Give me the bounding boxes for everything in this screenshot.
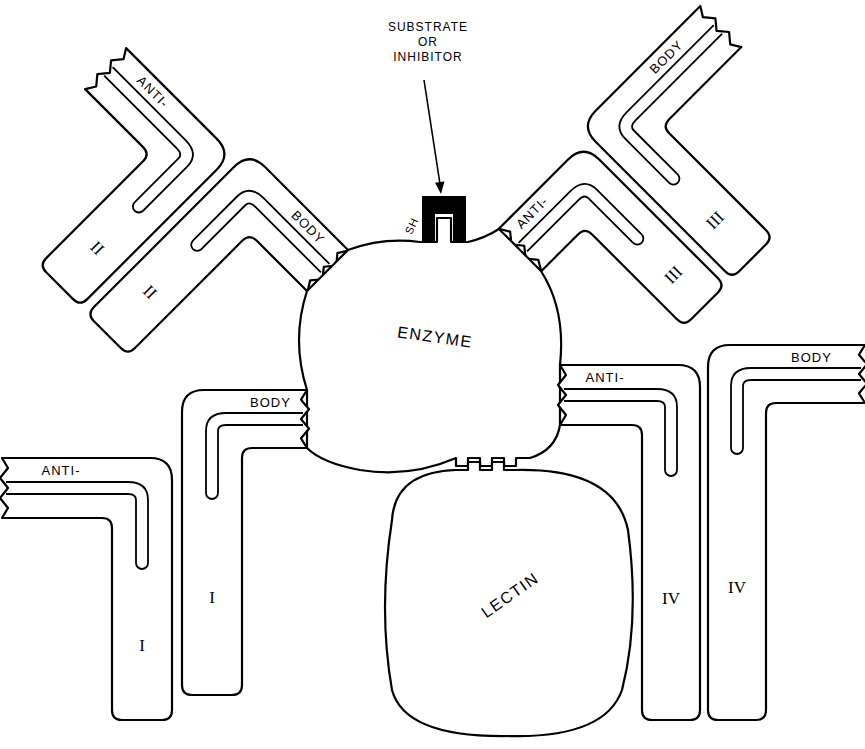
- chain-outline: [708, 345, 865, 720]
- chain-name: BODY: [250, 395, 291, 410]
- group-label: SH: [402, 215, 423, 237]
- chain-groove: [731, 368, 861, 454]
- chain-name: ANTI-: [586, 370, 625, 385]
- shape-body: [385, 462, 633, 736]
- antibody-chain: BODY IV: [708, 345, 865, 720]
- chain-name: ANTI-: [42, 463, 81, 478]
- enzyme-shape: ENZYME: [290, 215, 580, 480]
- chain-body: [0, 458, 172, 720]
- chain-group: [182, 390, 309, 695]
- chain-group: [580, 5, 854, 279]
- chain-body: [182, 390, 309, 695]
- chain-groove: [6, 482, 148, 569]
- shape-outline: [290, 215, 580, 480]
- chain-group: [0, 458, 172, 720]
- leader-line: [424, 80, 440, 184]
- chain-outline: [182, 390, 307, 695]
- chain-groove: [51, 67, 199, 215]
- chain-body: [708, 345, 865, 720]
- shape-body: [299, 218, 561, 472]
- chain-body: [580, 5, 854, 279]
- chain-number: I: [139, 637, 145, 652]
- chain-groove: [613, 25, 775, 187]
- lectin-shape: LECTIN: [370, 455, 645, 745]
- antibody-chain: BODY I: [182, 390, 307, 695]
- chain-name: BODY: [791, 350, 832, 365]
- chain-outline: [2, 458, 172, 720]
- chain-groove: [206, 413, 303, 499]
- chain-groove: [564, 389, 677, 476]
- antibody-chain: ANTI- I: [2, 458, 172, 720]
- chain-number: IV: [728, 580, 746, 595]
- chain-number: I: [209, 590, 215, 605]
- chain-group: [708, 345, 865, 720]
- arrow-head: [435, 182, 445, 195]
- chain-number: IV: [662, 591, 680, 606]
- callout-text: SUBSTRATE OR INHIBITOR: [387, 20, 469, 65]
